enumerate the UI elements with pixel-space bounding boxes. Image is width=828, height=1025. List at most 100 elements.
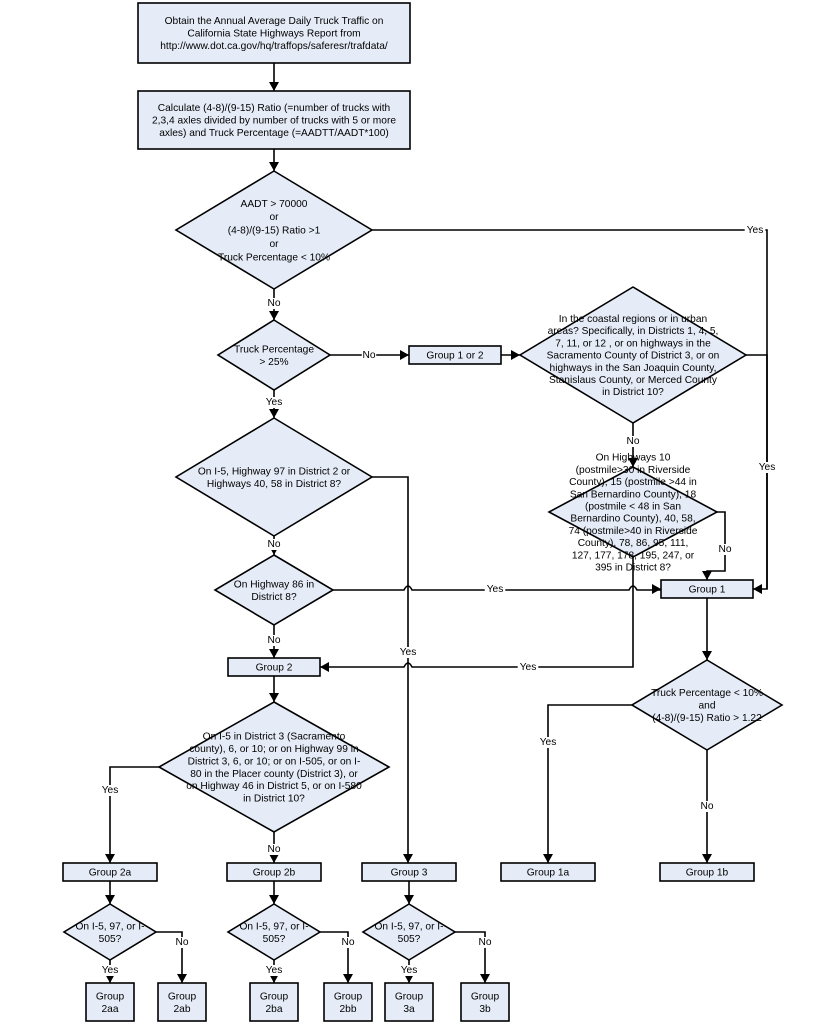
edge-label-no: No [341, 937, 354, 948]
node-text-line: AADT > 70000 [241, 199, 308, 210]
edge-label-bg [517, 662, 539, 673]
arrowhead [753, 584, 762, 594]
process-box [500, 862, 596, 882]
edge-label-yes: Yes [266, 397, 283, 408]
process-node-group3: Group 3 [361, 862, 457, 882]
node-text-line: 505? [398, 934, 421, 945]
node-text-line: in District 10? [243, 794, 305, 805]
process-node-group2bb: Group 2bb [323, 982, 373, 1022]
edge-d-3-to-group3b [455, 931, 486, 983]
node-text-line: Group [334, 991, 363, 1002]
process-box [408, 345, 502, 365]
process-node-group3a: Group 3a [384, 982, 434, 1022]
process-box [323, 982, 373, 1022]
arrowhead [269, 974, 279, 983]
node-text-line: 505? [99, 934, 122, 945]
node-text-line: Truck Percentage < 10% [651, 688, 763, 699]
arrowhead [702, 651, 712, 660]
process-node-group1b: Group 1b [659, 862, 755, 882]
node-text-line: 3a [403, 1004, 415, 1015]
node-text-line: in District 10? [602, 387, 664, 398]
node-text-line: Calculate (4-8)/(9-15) Ratio (=number of… [158, 103, 390, 114]
edge-d-2a-to-group2ab [156, 931, 183, 983]
node-text-line: On Highways 10 [596, 453, 671, 464]
edge-label-bg [263, 965, 285, 976]
node-text-line: In the coastal regions or in urban [559, 314, 707, 325]
decision-node-d-i5: On I-5, Highway 97 in District 2 or Highw… [174, 417, 374, 537]
edge-label-bg [625, 436, 641, 447]
decision-diamond [361, 903, 457, 961]
process-box [249, 982, 299, 1022]
edge-label-yes: Yes [487, 584, 504, 595]
edge-label-no: No [700, 801, 713, 812]
arrowhead [480, 974, 490, 983]
nodes-layer: Obtain the Annual Average Daily Truck Tr… [62, 2, 784, 1022]
process-box [62, 862, 158, 882]
decision-diamond [518, 286, 748, 424]
node-text-line: Group 2a [89, 868, 132, 879]
node-text-line: Group [395, 991, 424, 1002]
edge-label-yes: Yes [401, 965, 418, 976]
arrowhead [343, 974, 353, 983]
edge-label-bg [484, 584, 506, 595]
arrowhead [320, 662, 329, 672]
edge-d-i5-to-group3 [372, 476, 409, 863]
node-text-line: On Highway 86 in [234, 579, 314, 590]
node-text-line: (postmile < 48 in San [585, 502, 681, 513]
arrowhead [269, 82, 279, 91]
edge-label-bg [174, 937, 190, 948]
arrowhead [652, 584, 661, 594]
process-box [660, 579, 754, 599]
edge-label-bg [266, 539, 282, 550]
decision-node-d-ratio122: Truck Percentage < 10% and(4-8)/(9-15) Ra… [630, 659, 784, 751]
node-text-line: (4-8)/(9-15) Ratio >1 [228, 226, 321, 237]
node-text-line: On I-5, Highway 97 in District 2 or [198, 466, 351, 477]
arrowhead [269, 693, 279, 702]
edge-label-bg [756, 462, 778, 473]
edges-layer [105, 63, 768, 983]
node-text-line: Group 2b [253, 868, 296, 879]
node-text-line: 74 (postmile>40 in Riverside [569, 526, 698, 537]
edge-labels-layer: YesNoNoYesYesNoNoYesYesNoYesNoYesNoYesNo… [99, 225, 778, 976]
node-text-line: Group 1 or 2 [426, 351, 484, 362]
edge-label-bg [397, 647, 419, 658]
process-box [137, 2, 411, 64]
node-text-line: Obtain the Annual Average Daily Truck Tr… [165, 16, 384, 27]
edge-label-yes: Yes [759, 462, 776, 473]
process-node-group2: Group 2 [227, 657, 321, 677]
node-text-line: and [699, 701, 716, 712]
node-text-line: (4-8)/(9-15) Ratio > 1.22 [652, 713, 762, 724]
process-box [460, 982, 510, 1022]
process-box [659, 862, 755, 882]
edge-label-bg [717, 544, 733, 555]
edge-label-bg [537, 737, 559, 748]
edge-label-bg [99, 965, 121, 976]
decision-node-d-3: On I-5, 97, or I-505? [361, 903, 457, 961]
arrowhead [702, 854, 712, 863]
arrowhead [269, 409, 279, 418]
decision-diamond [226, 903, 322, 961]
edge-label-yes: Yes [102, 965, 119, 976]
node-text-line: On I-5, 97, or I- [75, 921, 144, 932]
process-node-group1a: Group 1a [500, 862, 596, 882]
node-text-line: 2bb [340, 1004, 357, 1015]
node-text-line: Group 3 [391, 868, 428, 879]
process-box [226, 862, 322, 882]
node-text-line: Highways 40, 58 in District 8? [207, 479, 342, 490]
node-text-line: Group [96, 991, 125, 1002]
edge-label-no: No [175, 937, 188, 948]
arrowhead [269, 649, 279, 658]
arrowhead [403, 854, 413, 863]
node-text-line: District 3, 6, or 10; or on I-505, or on… [188, 756, 361, 767]
process-box [384, 982, 434, 1022]
node-text-line: On I-5 in District 3 (Sacramento [203, 732, 346, 743]
decision-diamond [62, 903, 158, 961]
arrowhead [269, 854, 279, 863]
decision-node-d-truck25: Truck Percentage> 25% [216, 319, 332, 391]
node-text-line: axles) and Truck Percentage (=AADTT/AADT… [159, 128, 389, 139]
edge-label-bg [263, 397, 285, 408]
